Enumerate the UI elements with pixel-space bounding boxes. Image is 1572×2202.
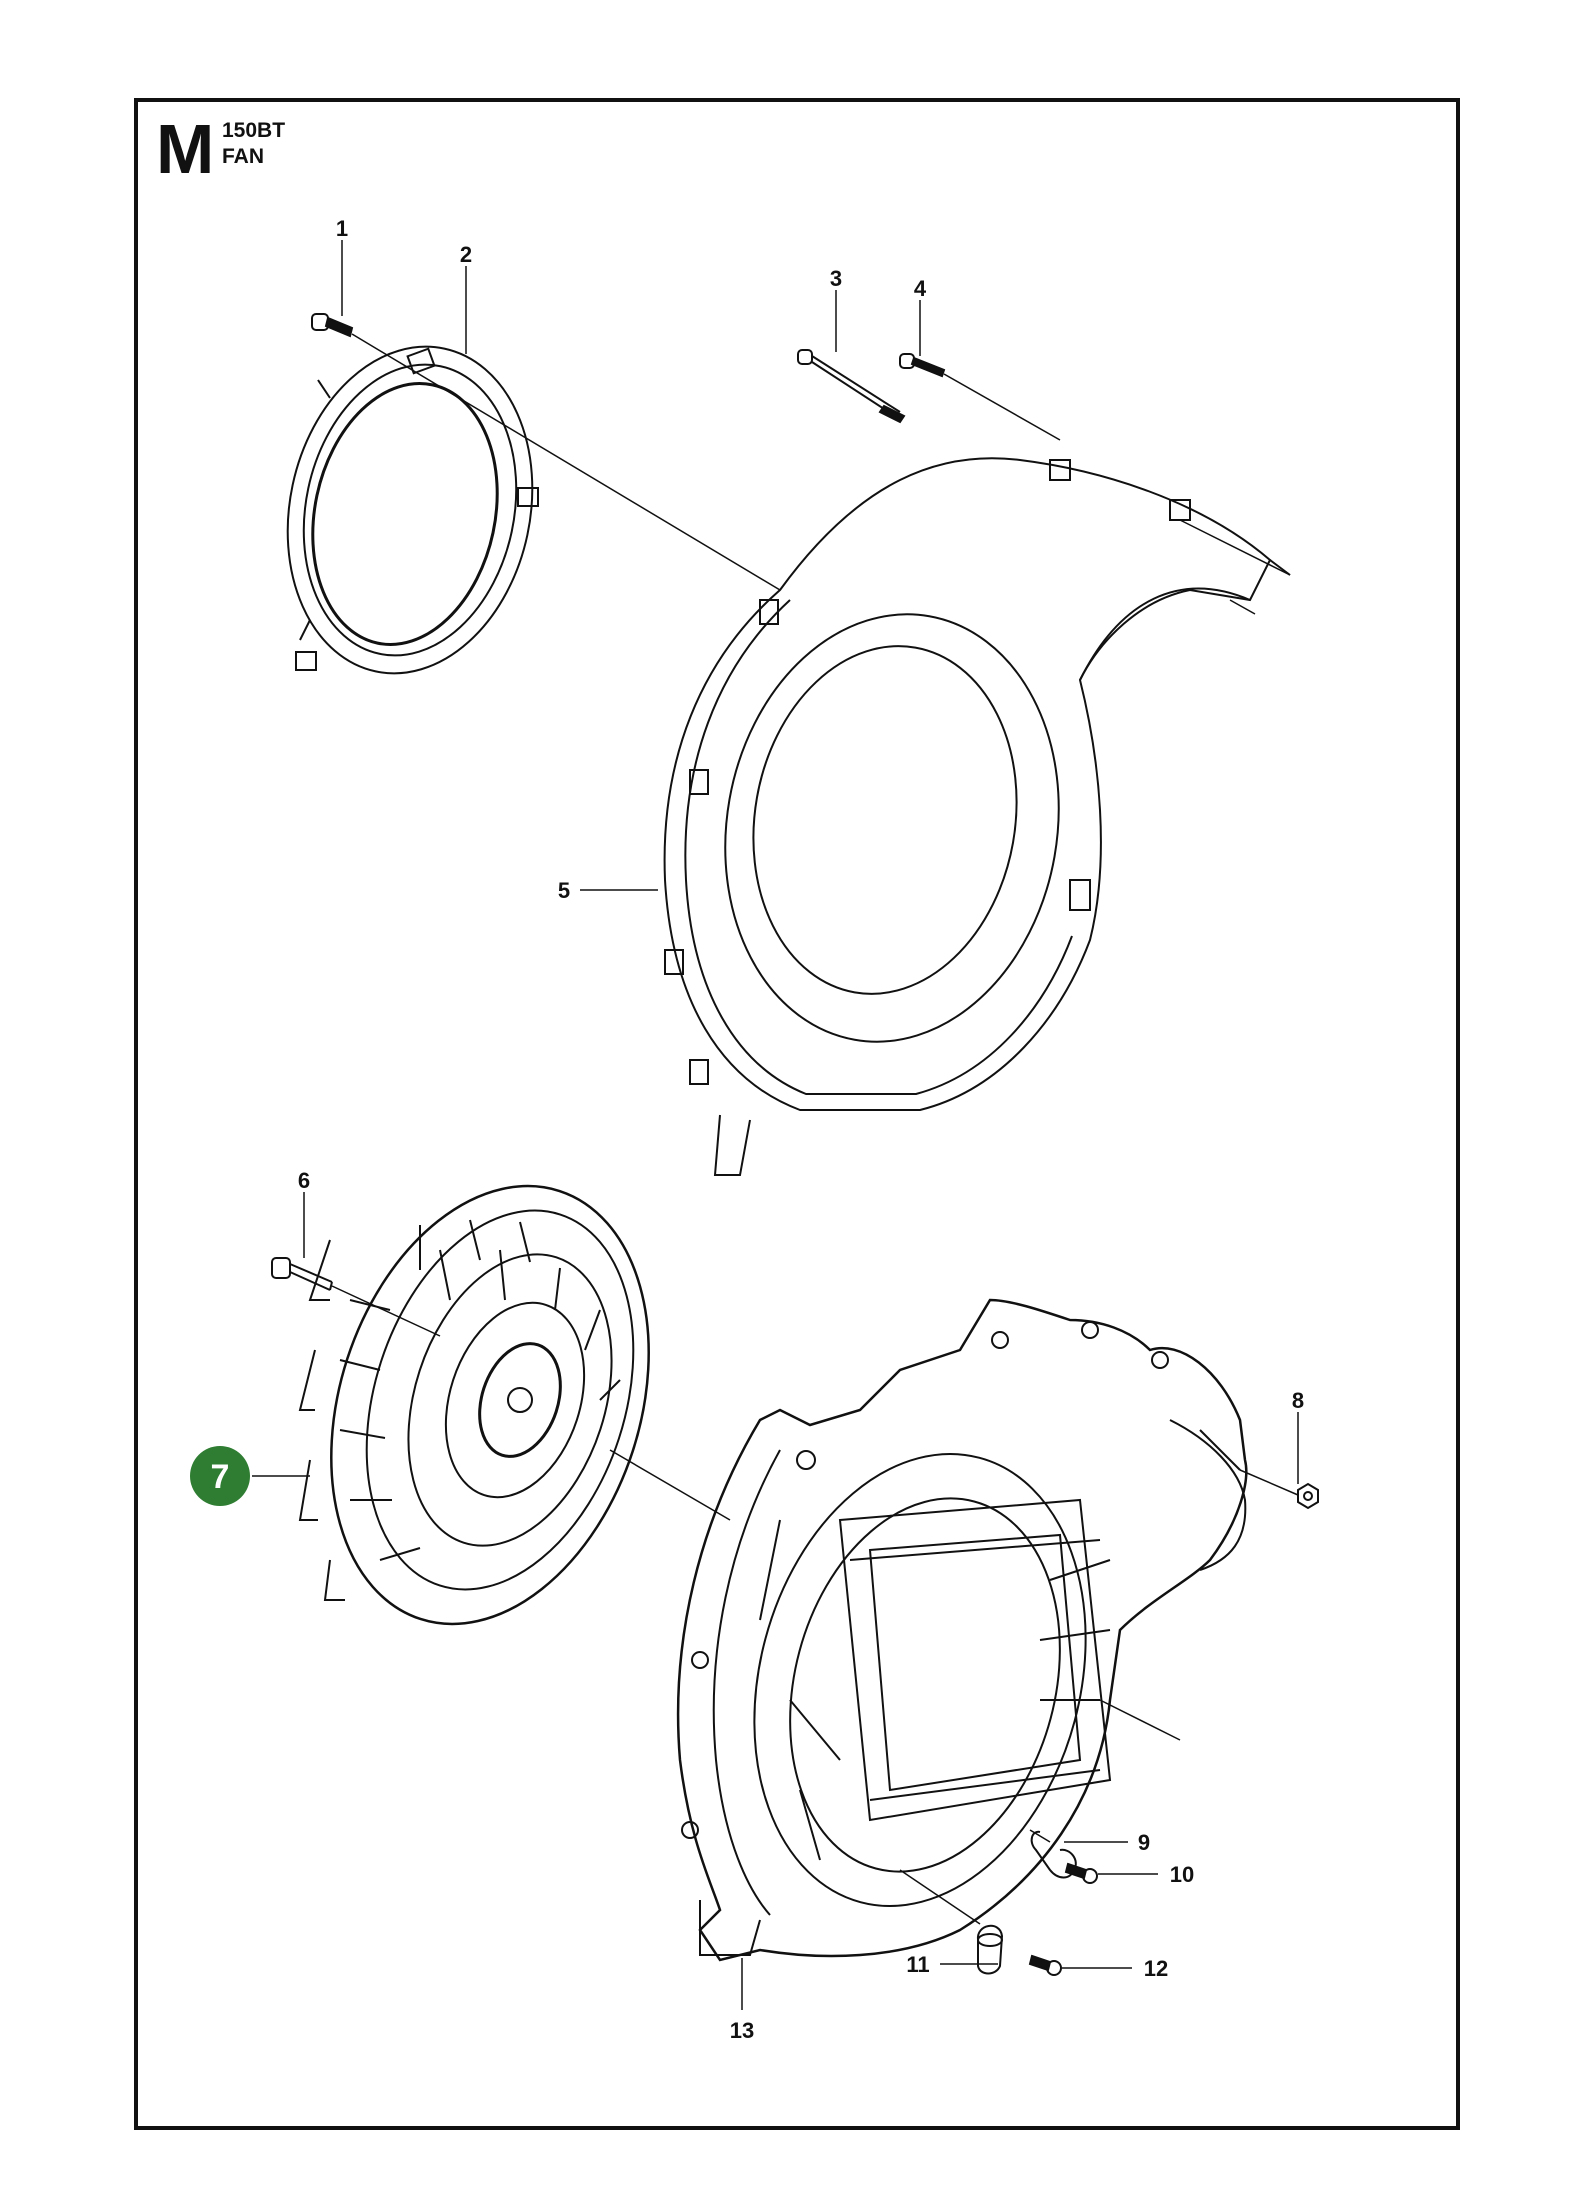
callout-7-highlight-badge: [190, 1446, 250, 1506]
callout-7: 7: [211, 1458, 230, 1496]
model-number: 150BT: [222, 119, 286, 142]
diagram-title: FAN: [222, 145, 264, 168]
callout-4: 4: [914, 276, 927, 301]
callout-3: 3: [830, 266, 842, 291]
callout-9: 9: [1138, 1830, 1150, 1855]
part-5-assembly-lines: [351, 333, 1291, 615]
callout-8: 8: [1292, 1388, 1304, 1413]
callout-1: 1: [336, 216, 348, 241]
part-4-screw: [899, 353, 946, 378]
callout-5: 5: [558, 878, 570, 903]
callout-6: 6: [298, 1168, 310, 1193]
part-5-fan-cover: [663, 457, 1291, 1176]
part-1-screw: [311, 313, 354, 338]
part-13-fan-housing: [676, 1298, 1248, 1962]
section-letter: M: [156, 110, 215, 188]
callout-13: 13: [730, 2018, 754, 2043]
part-9-clamp: [1029, 1829, 1077, 1879]
diagram-frame: [134, 98, 1460, 2130]
callout-2: 2: [460, 242, 472, 267]
callout-10: 10: [1170, 1862, 1194, 1887]
callout-labels: 1 2 3 4 5 6 7 8 9 10 11 12 13: [190, 216, 1304, 2043]
leader-lines: [252, 240, 1299, 2010]
callout-12: 12: [1144, 1956, 1168, 1981]
part-3-long-screw: [797, 349, 906, 424]
part-12-screw: [1028, 1954, 1062, 1976]
part-8-nut: [1239, 1469, 1319, 1510]
part-10-screw: [1064, 1862, 1098, 1884]
part-7-fan-wheel: [298, 1184, 731, 1626]
callout-11: 11: [906, 1952, 929, 1977]
part-11-cable-clip: [899, 1869, 1004, 1975]
part-2-cover-ring: [286, 345, 539, 675]
part-6-bolt: [271, 1257, 441, 1337]
